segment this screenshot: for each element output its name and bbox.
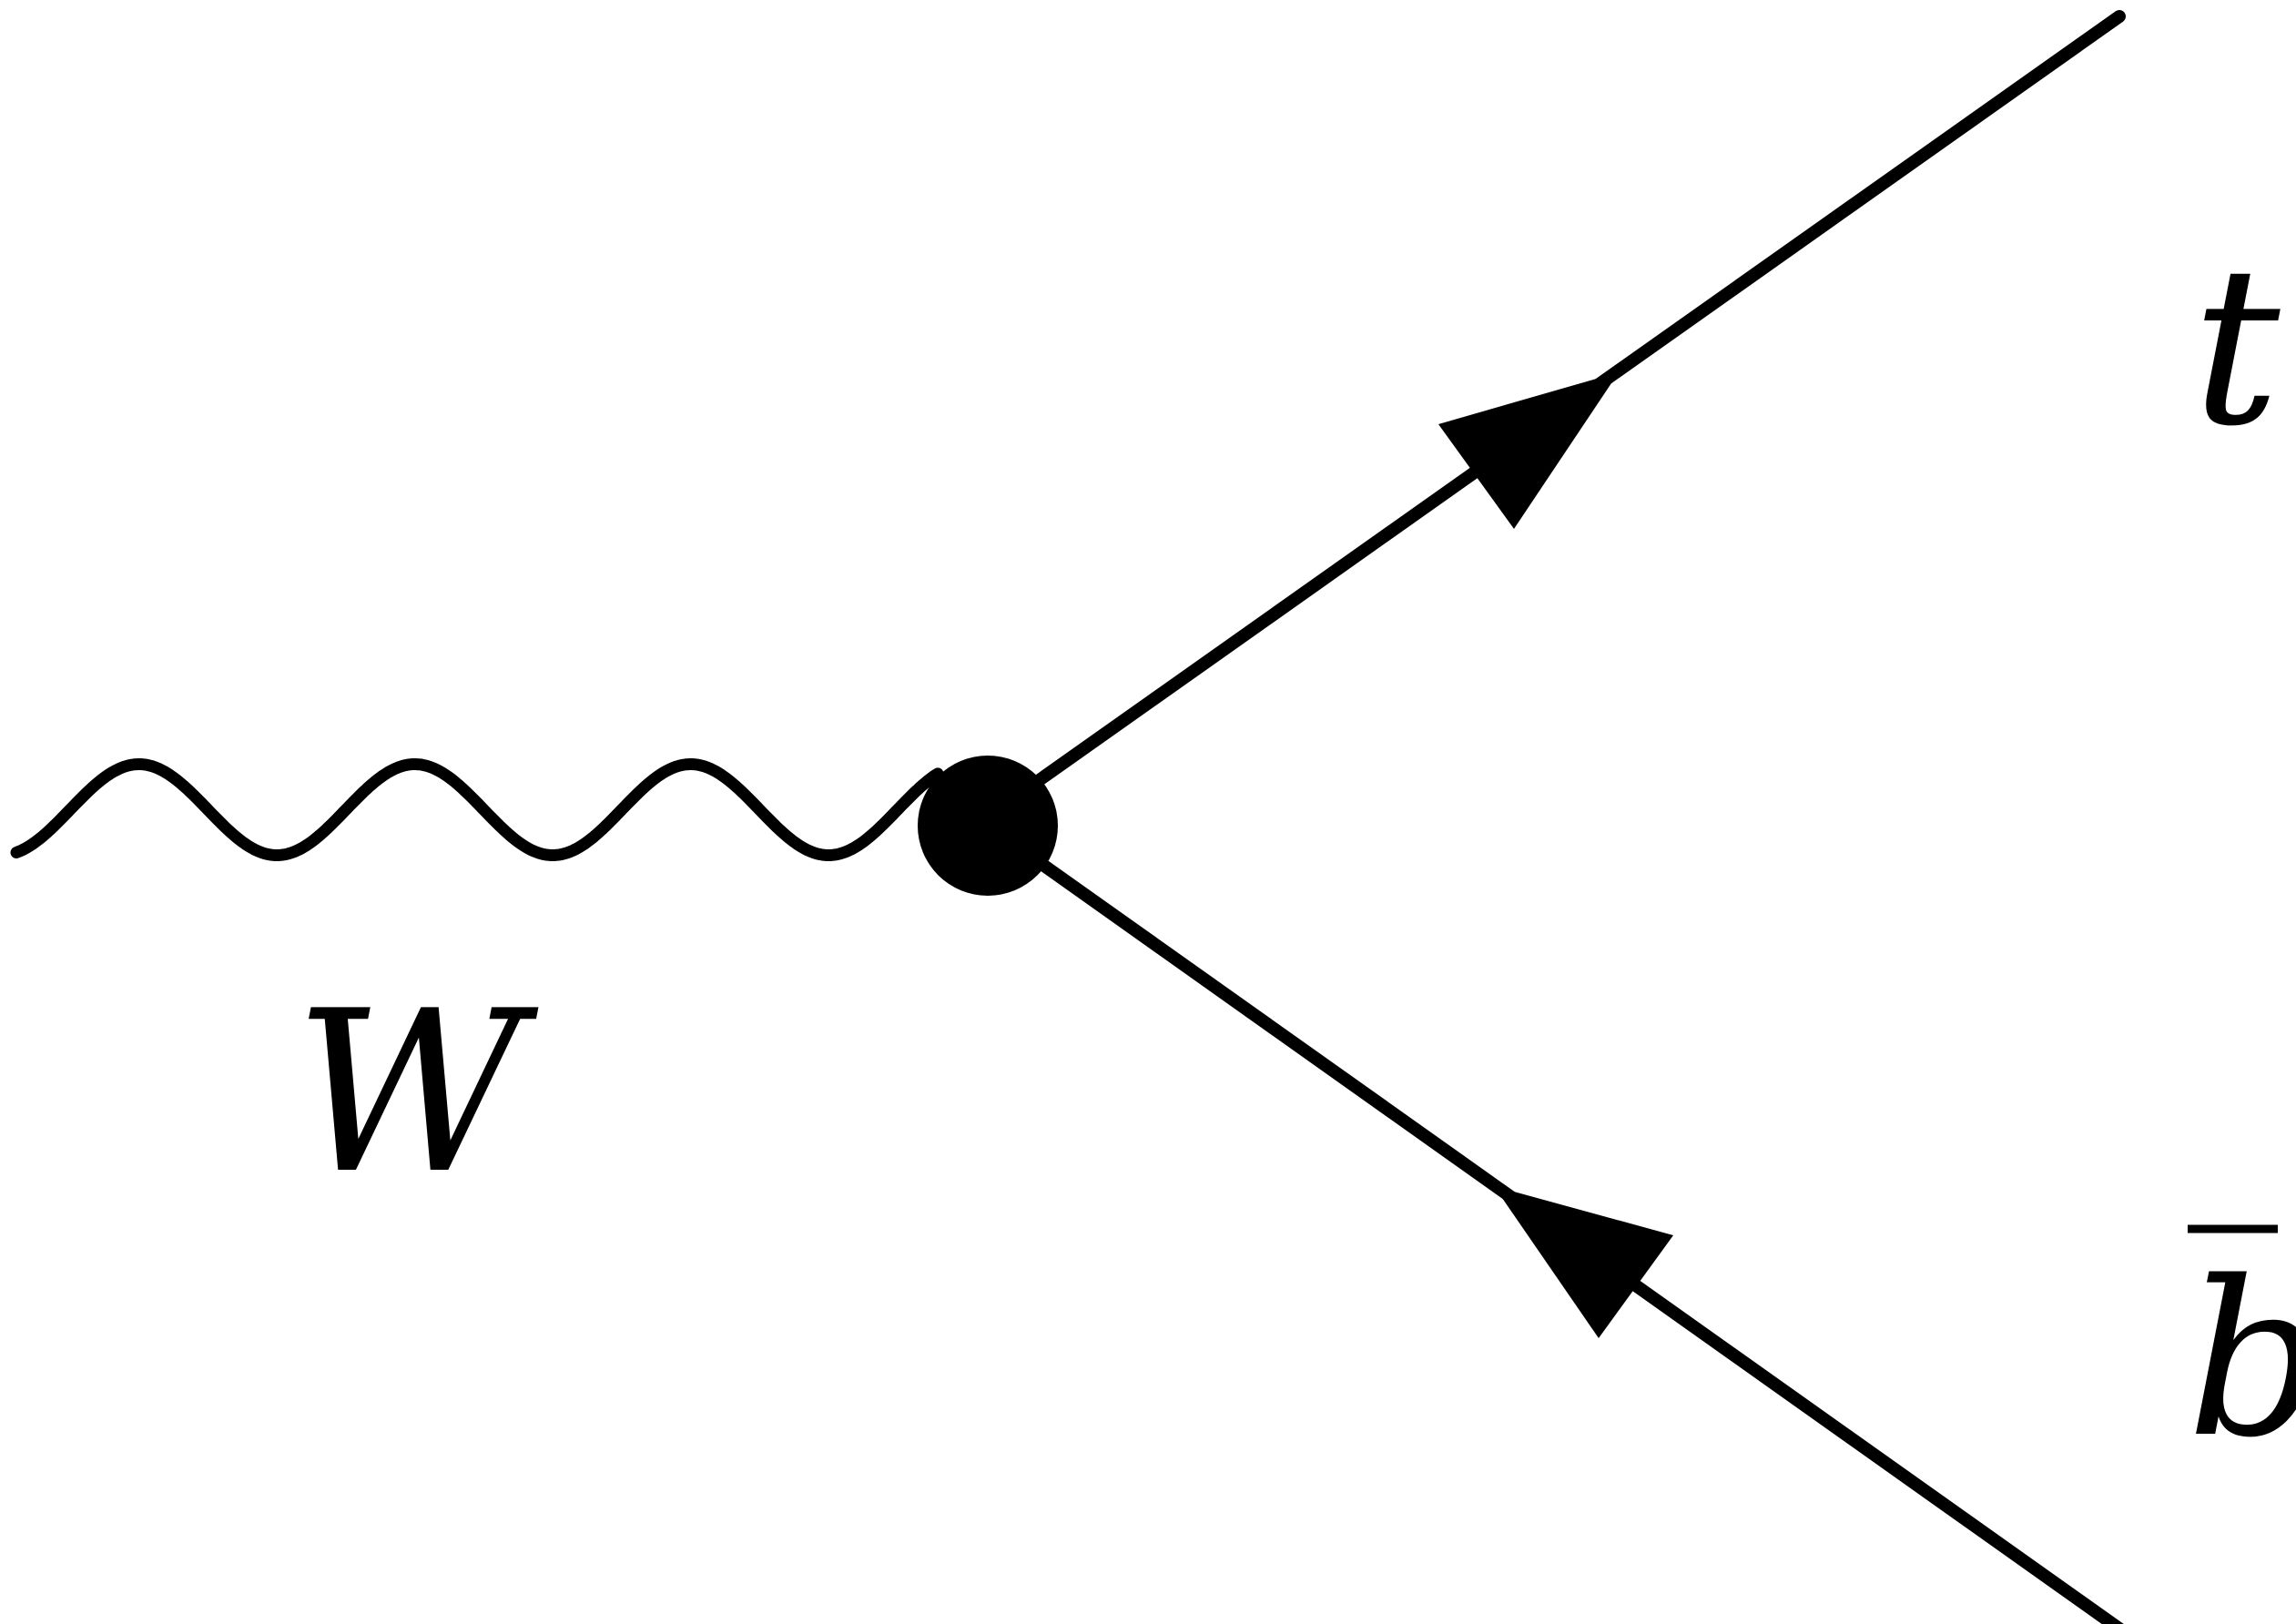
antibottom-quark-label: b [2187,1236,2296,1485]
top-quark-arrow-icon [1438,372,1619,529]
w-boson-label: W [294,963,539,1223]
w-boson-line [10,758,944,861]
interaction-vertex [918,756,1058,896]
antibottom-quark-arrow-icon [1494,1186,1673,1338]
top-quark-label: t [2192,219,2281,474]
